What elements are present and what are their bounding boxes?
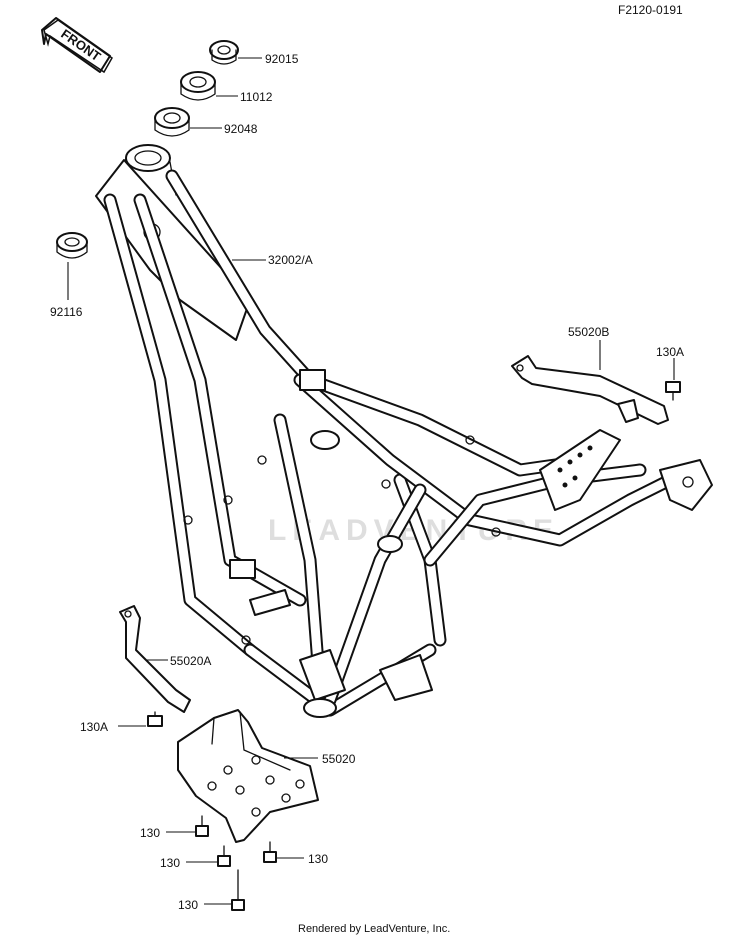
callout-130A-right: 130A: [656, 345, 684, 359]
nut-92015: [209, 40, 239, 65]
bolt-130-b: [217, 845, 231, 867]
callout-11012: 11012: [240, 90, 273, 104]
callout-92116: 92116: [50, 305, 83, 319]
race-92048: [154, 107, 190, 137]
callout-130-c: 130: [308, 852, 328, 866]
bracket-55020A: [119, 605, 191, 713]
front-arrow: FRONT: [41, 17, 113, 74]
callout-130-a: 130: [140, 826, 160, 840]
bolt-130-a: [195, 815, 209, 837]
callout-55020B: 55020B: [568, 325, 609, 339]
callout-55020: 55020: [322, 752, 356, 766]
skid-plate-55020: [177, 709, 319, 843]
bolt-130A-left: [147, 711, 163, 727]
callout-92048: 92048: [224, 122, 258, 136]
callout-55020A: 55020A: [170, 654, 211, 668]
callout-92015: 92015: [265, 52, 299, 66]
callout-130-d: 130: [178, 898, 198, 912]
leader-lines: [67, 57, 675, 905]
bracket-55020B: [511, 355, 669, 425]
bolt-130A-right: [665, 381, 681, 401]
bolt-130-c: [263, 841, 277, 863]
seal-92116: [56, 232, 88, 259]
footer-credit: Rendered by LeadVenture, Inc.: [298, 923, 450, 935]
callout-130A-left: 130A: [80, 720, 108, 734]
figure-code: F2120-0191: [618, 3, 683, 17]
bearing-11012: [180, 71, 216, 101]
frame-32002A: [95, 144, 713, 718]
callout-32002A: 32002/A: [268, 253, 313, 267]
bolt-130-d: [231, 869, 245, 911]
callout-130-b: 130: [160, 856, 180, 870]
